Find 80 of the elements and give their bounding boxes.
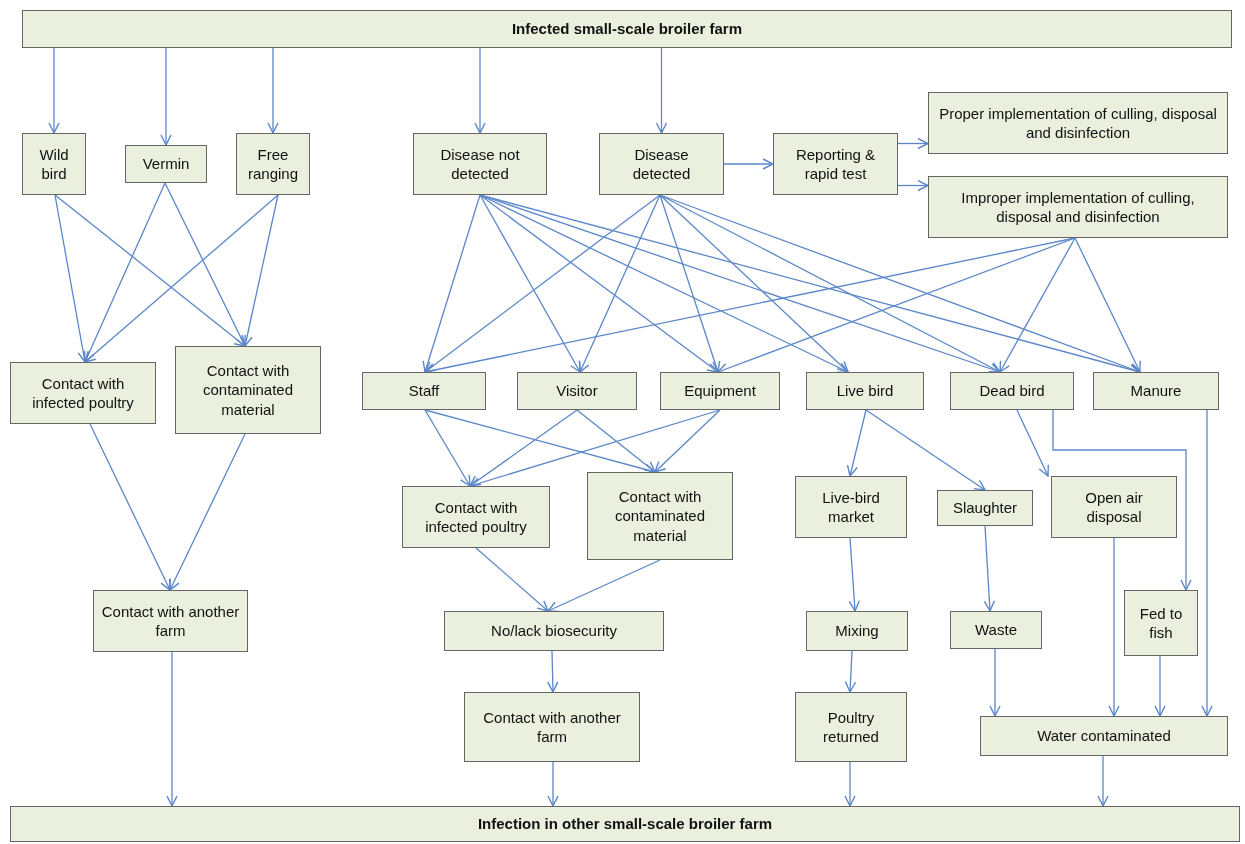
arrow (424, 409, 471, 487)
arrow (717, 237, 1076, 374)
process-box: Fed to fish (1124, 590, 1198, 656)
arrow (1108, 537, 1120, 717)
process-box: Contact with contaminated material (587, 472, 733, 560)
process-box: No/lack biosecurity (444, 611, 664, 651)
arrow (865, 409, 986, 491)
process-box: Free ranging (236, 133, 310, 195)
process-box: Mixing (806, 611, 908, 651)
arrow (1097, 755, 1109, 807)
process-box: Live-bird market (795, 476, 907, 538)
process-box: Dead bird (950, 372, 1074, 410)
arrow (83, 182, 166, 363)
process-box: Poultry returned (795, 692, 907, 762)
process-box: Staff (362, 372, 486, 410)
process-box: Contact with infected poultry (402, 486, 550, 548)
arrow (547, 650, 559, 693)
arrow (474, 47, 486, 134)
arrow (655, 47, 668, 134)
process-box: Contact with contaminated material (175, 346, 321, 434)
process-box: Contact with another farm (464, 692, 640, 762)
process-box: Visitor (517, 372, 637, 410)
arrow (424, 194, 661, 373)
arrow (723, 158, 774, 170)
process-box: Vermin (125, 145, 207, 183)
process-box: Manure (1093, 372, 1219, 410)
process-box: Wild bird (22, 133, 86, 195)
arrow (422, 194, 481, 373)
arrow (479, 194, 581, 373)
arrow (166, 651, 178, 807)
arrow (848, 537, 860, 612)
arrow (844, 650, 857, 693)
arrow (160, 47, 172, 146)
process-box: Equipment (660, 372, 780, 410)
arrow (1052, 409, 1192, 591)
arrow (576, 409, 656, 473)
process-box: Proper implementation of culling, disposal and disinfection (928, 92, 1228, 154)
process-box: Disease detected (599, 133, 724, 195)
arrow (999, 237, 1076, 373)
arrow (84, 194, 279, 363)
process-box: Reporting & rapid test (773, 133, 898, 195)
process-box: Open air disposal (1051, 476, 1177, 538)
arrow (479, 194, 719, 373)
process-box: Slaughter (937, 490, 1033, 526)
process-box: Water contaminated (980, 716, 1228, 756)
arrow (469, 409, 578, 487)
arrow (654, 409, 721, 473)
process-box: Improper implementation of culling, disposal and disinfection (928, 176, 1228, 238)
arrow (989, 648, 1001, 717)
arrow (241, 194, 279, 347)
process-box: Contact with infected poultry (10, 362, 156, 424)
arrow (659, 194, 721, 373)
arrow (54, 194, 246, 347)
arrow (54, 194, 89, 363)
process-box: Waste (950, 611, 1042, 649)
arrow (164, 182, 246, 347)
arrow (475, 547, 549, 612)
process-box: Disease not detected (413, 133, 547, 195)
arrow (89, 423, 171, 591)
arrow (846, 409, 867, 477)
process-box: Infected small-scale broiler farm (22, 10, 1232, 48)
arrow (169, 433, 246, 591)
arrow (983, 525, 996, 612)
arrow (267, 47, 279, 134)
process-box: Contact with another farm (93, 590, 248, 652)
arrow (659, 194, 1001, 373)
arrow (1016, 409, 1049, 477)
arrow (1074, 237, 1141, 373)
process-box: Infection in other small-scale broiler farm (10, 806, 1240, 842)
arrow (1201, 409, 1213, 717)
process-box: Live bird (806, 372, 924, 410)
arrow (547, 559, 661, 613)
arrow (844, 761, 856, 807)
arrow (897, 179, 929, 192)
arrow (659, 194, 849, 373)
arrow (1154, 655, 1166, 717)
arrow (48, 47, 60, 134)
arrow (897, 137, 929, 150)
arrow (578, 194, 661, 373)
arrow (547, 761, 559, 807)
